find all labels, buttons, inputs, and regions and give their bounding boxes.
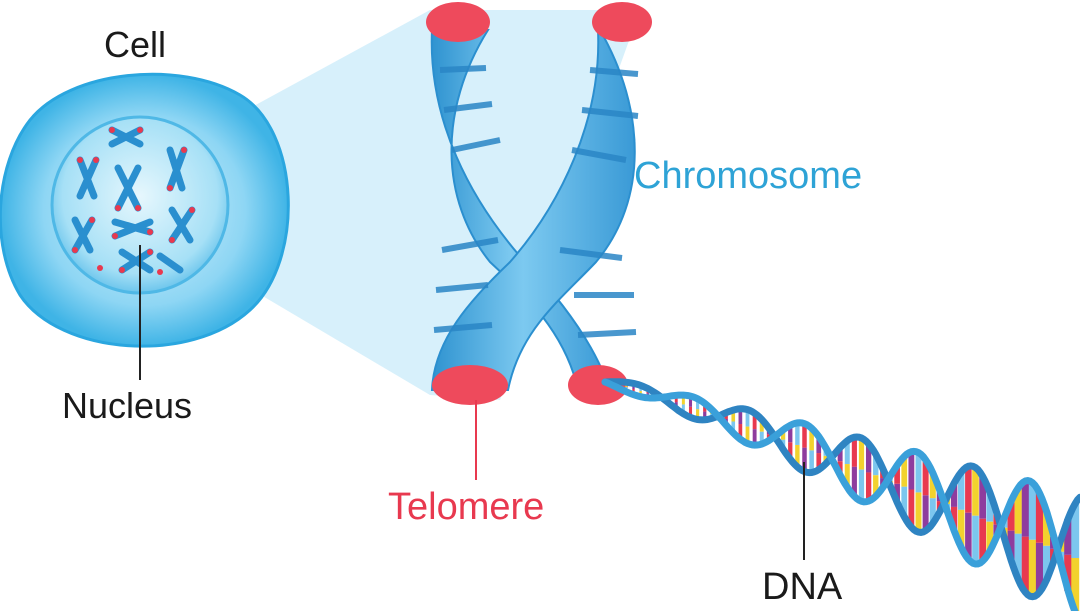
telomere-bottom-right <box>568 365 628 405</box>
nucleus-label: Nucleus <box>62 385 193 426</box>
cell <box>0 72 290 348</box>
dna-helix <box>601 378 1080 611</box>
cell-label: Cell <box>104 24 167 65</box>
telomere-bottom-left <box>432 365 508 405</box>
telomere-top-left <box>426 2 490 42</box>
telomere-label: Telomere <box>388 486 545 528</box>
chromosome <box>426 2 652 405</box>
chromosome-label: Chromosome <box>634 155 863 197</box>
nucleus-telomere-dots <box>72 127 195 275</box>
dna-label: DNA <box>762 566 843 608</box>
telomere-top-right <box>592 2 652 42</box>
nucleus-chromosomes <box>71 126 196 274</box>
